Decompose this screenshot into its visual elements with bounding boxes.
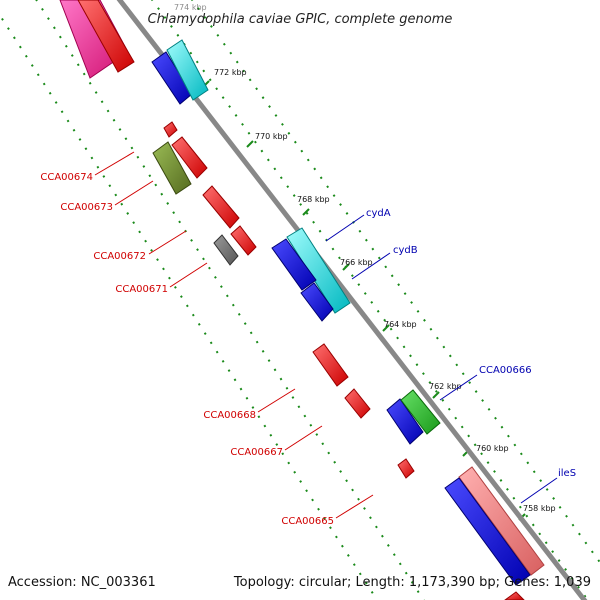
- gene-cyda[interactable]: [286, 227, 351, 314]
- label-cca00671[interactable]: CCA00671: [115, 284, 168, 295]
- scale-label-770: 770 kbp: [255, 132, 288, 141]
- gene-red-small-2[interactable]: [230, 225, 257, 256]
- scale-label-758: 758 kbp: [523, 504, 556, 513]
- label-cca00667[interactable]: CCA00667: [230, 447, 283, 458]
- scale-labels: 774 kbp 772 kbp 770 kbp 768 kbp 766 kbp …: [174, 3, 556, 513]
- label-cydb[interactable]: cydB: [393, 245, 418, 256]
- scale-label-768: 768 kbp: [297, 195, 330, 204]
- gene-blue-bottom[interactable]: [444, 477, 531, 586]
- gene-cca00666[interactable]: [400, 389, 441, 435]
- gene-cca00671[interactable]: [213, 234, 239, 266]
- gene-cca00673[interactable]: [152, 141, 192, 195]
- scale-label-760: 760 kbp: [476, 444, 509, 453]
- label-cca00665[interactable]: CCA00665: [281, 516, 334, 527]
- label-cca00674[interactable]: CCA00674: [40, 172, 93, 183]
- gene-red-bottom[interactable]: [504, 591, 525, 600]
- leader-lines: [94, 151, 558, 519]
- dotted-track-left: [0, 0, 425, 600]
- gene-cydb[interactable]: [271, 238, 334, 322]
- label-cca00666[interactable]: CCA00666: [479, 365, 532, 376]
- gene-blue-mid[interactable]: [386, 398, 424, 445]
- gene-cca00674[interactable]: [171, 136, 208, 179]
- gene-cyan-top[interactable]: [166, 39, 209, 101]
- dotted-track-right: [151, 0, 600, 600]
- gene-iles[interactable]: [458, 466, 545, 576]
- map-title: Chlamydophila caviae GPIC, complete geno…: [148, 12, 453, 27]
- scale-ticks: [176, 43, 526, 521]
- accession-text: Accession: NC_003361: [8, 575, 156, 590]
- gene-red-small-1[interactable]: [163, 121, 178, 138]
- label-cca00673[interactable]: CCA00673: [60, 202, 113, 213]
- scale-label-766: 766 kbp: [340, 258, 373, 267]
- gene-red-top[interactable]: [77, 0, 135, 73]
- gene-cca00668[interactable]: [312, 343, 349, 387]
- label-cyda[interactable]: cydA: [366, 208, 391, 219]
- gene-cca00667[interactable]: [344, 388, 371, 419]
- gene-cca00665[interactable]: [397, 458, 415, 479]
- label-iles[interactable]: ileS: [558, 468, 576, 479]
- label-cca00672[interactable]: CCA00672: [93, 251, 146, 262]
- scale-label-762: 762 kbp: [429, 382, 462, 391]
- gene-cca00672[interactable]: [202, 185, 240, 229]
- topology-text: Topology: circular; Length: 1,173,390 bp…: [233, 575, 591, 590]
- gene-labels: CCA00674 CCA00673 CCA00672 CCA00671 CCA0…: [40, 172, 576, 527]
- label-cca00668[interactable]: CCA00668: [203, 410, 256, 421]
- scale-label-774: 774 kbp: [174, 3, 207, 12]
- scale-label-772: 772 kbp: [214, 68, 247, 77]
- scale-label-764: 764 kbp: [384, 320, 417, 329]
